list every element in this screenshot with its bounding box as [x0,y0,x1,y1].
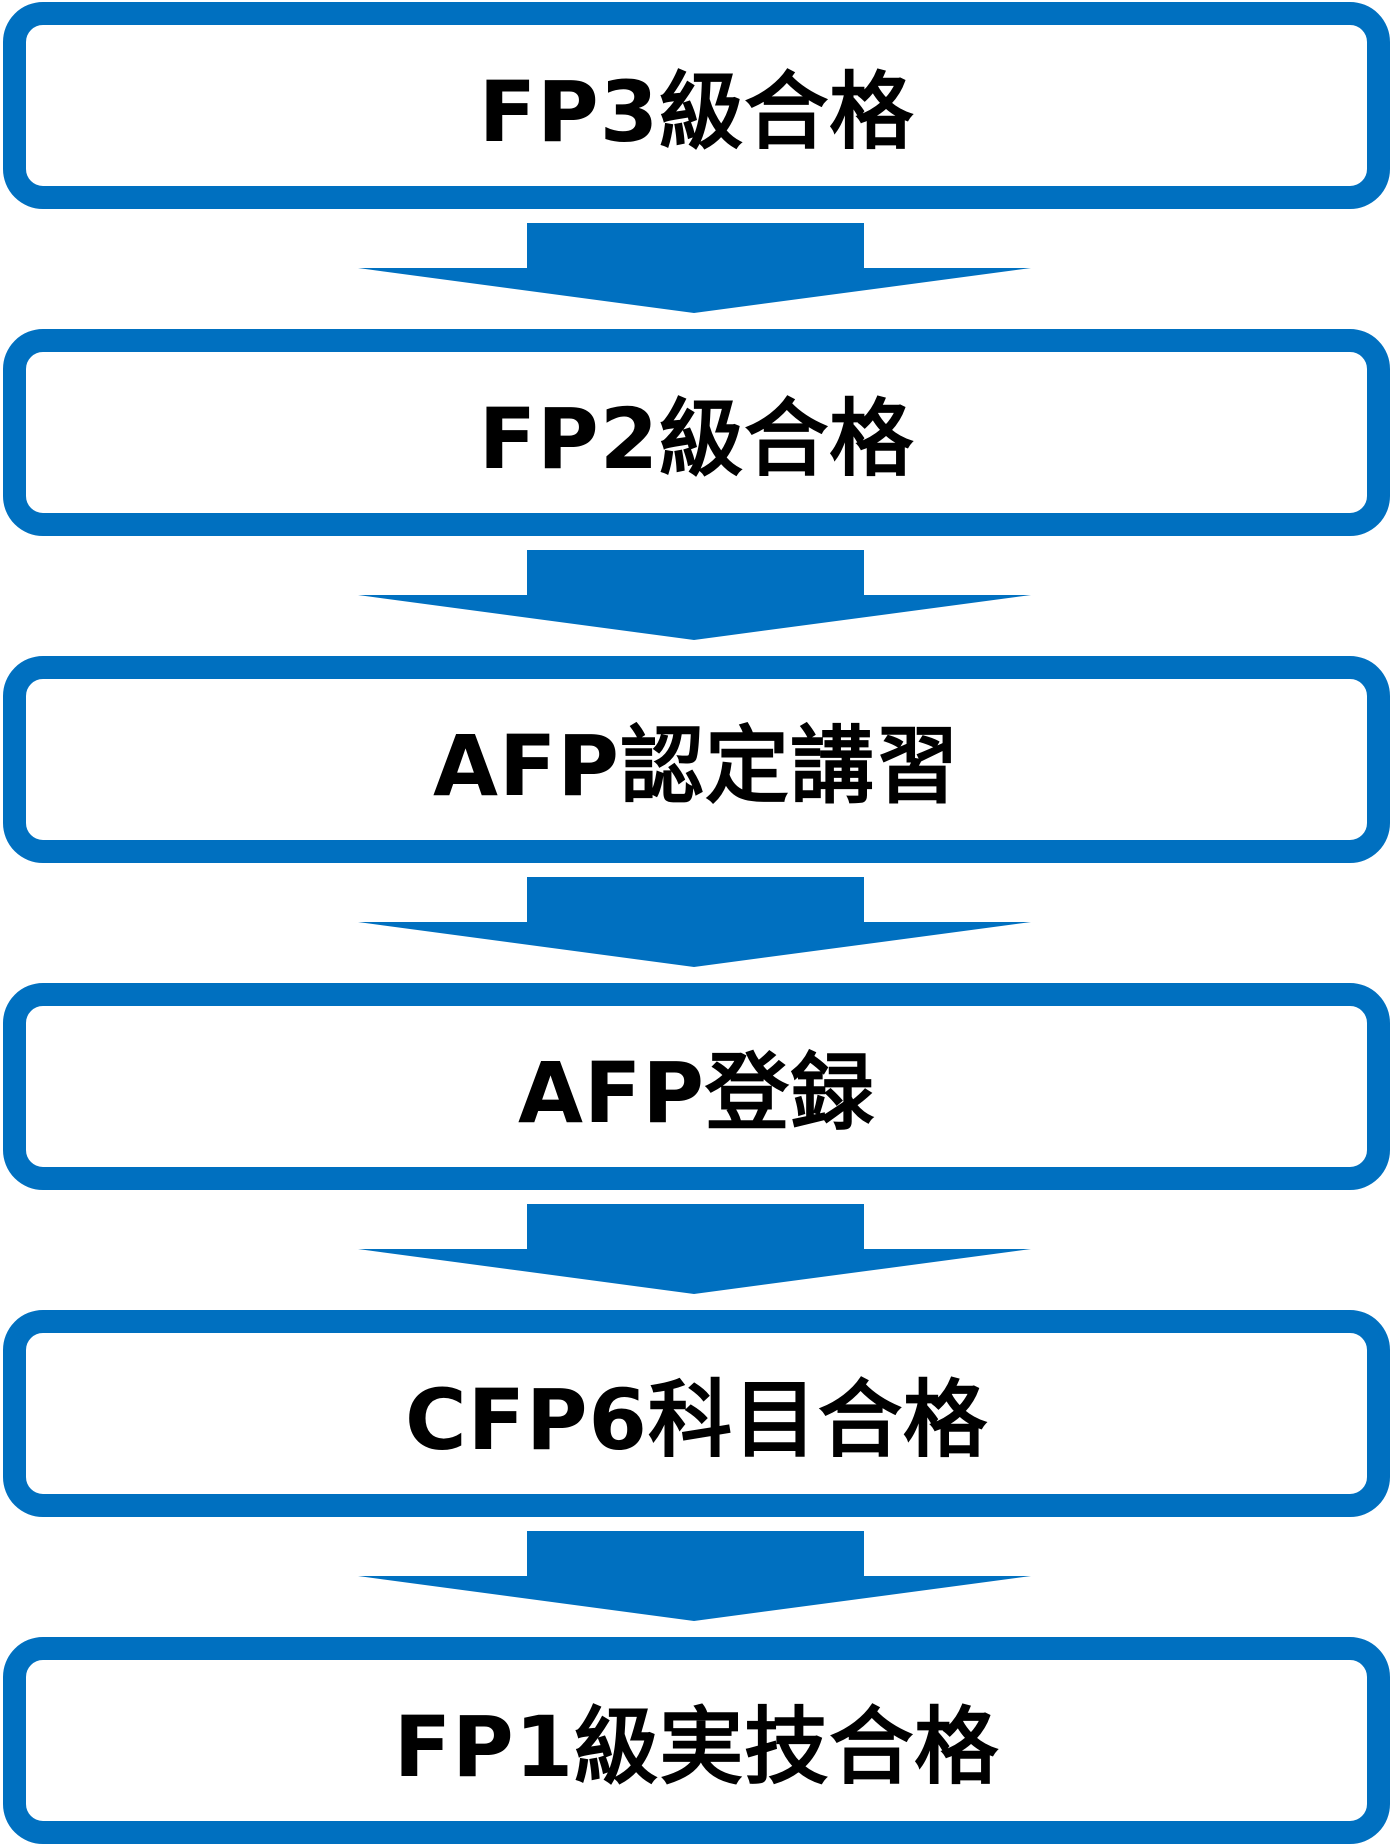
down-arrow-icon [358,550,1031,640]
step-label: FP2級合格 [478,390,915,488]
down-arrow-icon [358,1204,1031,1294]
step-box-5: CFP6科目合格 [3,1310,1390,1517]
step-box-4: AFP登録 [3,983,1390,1190]
down-arrow-icon [358,223,1031,313]
step-label: FP1級実技合格 [393,1698,1000,1796]
down-arrow-icon [358,1531,1031,1621]
down-arrow-icon [358,877,1031,967]
step-label: AFP認定講習 [433,717,960,815]
step-label: AFP登録 [518,1044,875,1142]
step-box-2: FP2級合格 [3,329,1390,536]
step-box-1: FP3級合格 [3,2,1390,209]
step-label: FP3級合格 [478,63,915,161]
step-box-3: AFP認定講習 [3,656,1390,863]
step-label: CFP6科目合格 [404,1371,989,1469]
step-box-6: FP1級実技合格 [3,1637,1390,1844]
